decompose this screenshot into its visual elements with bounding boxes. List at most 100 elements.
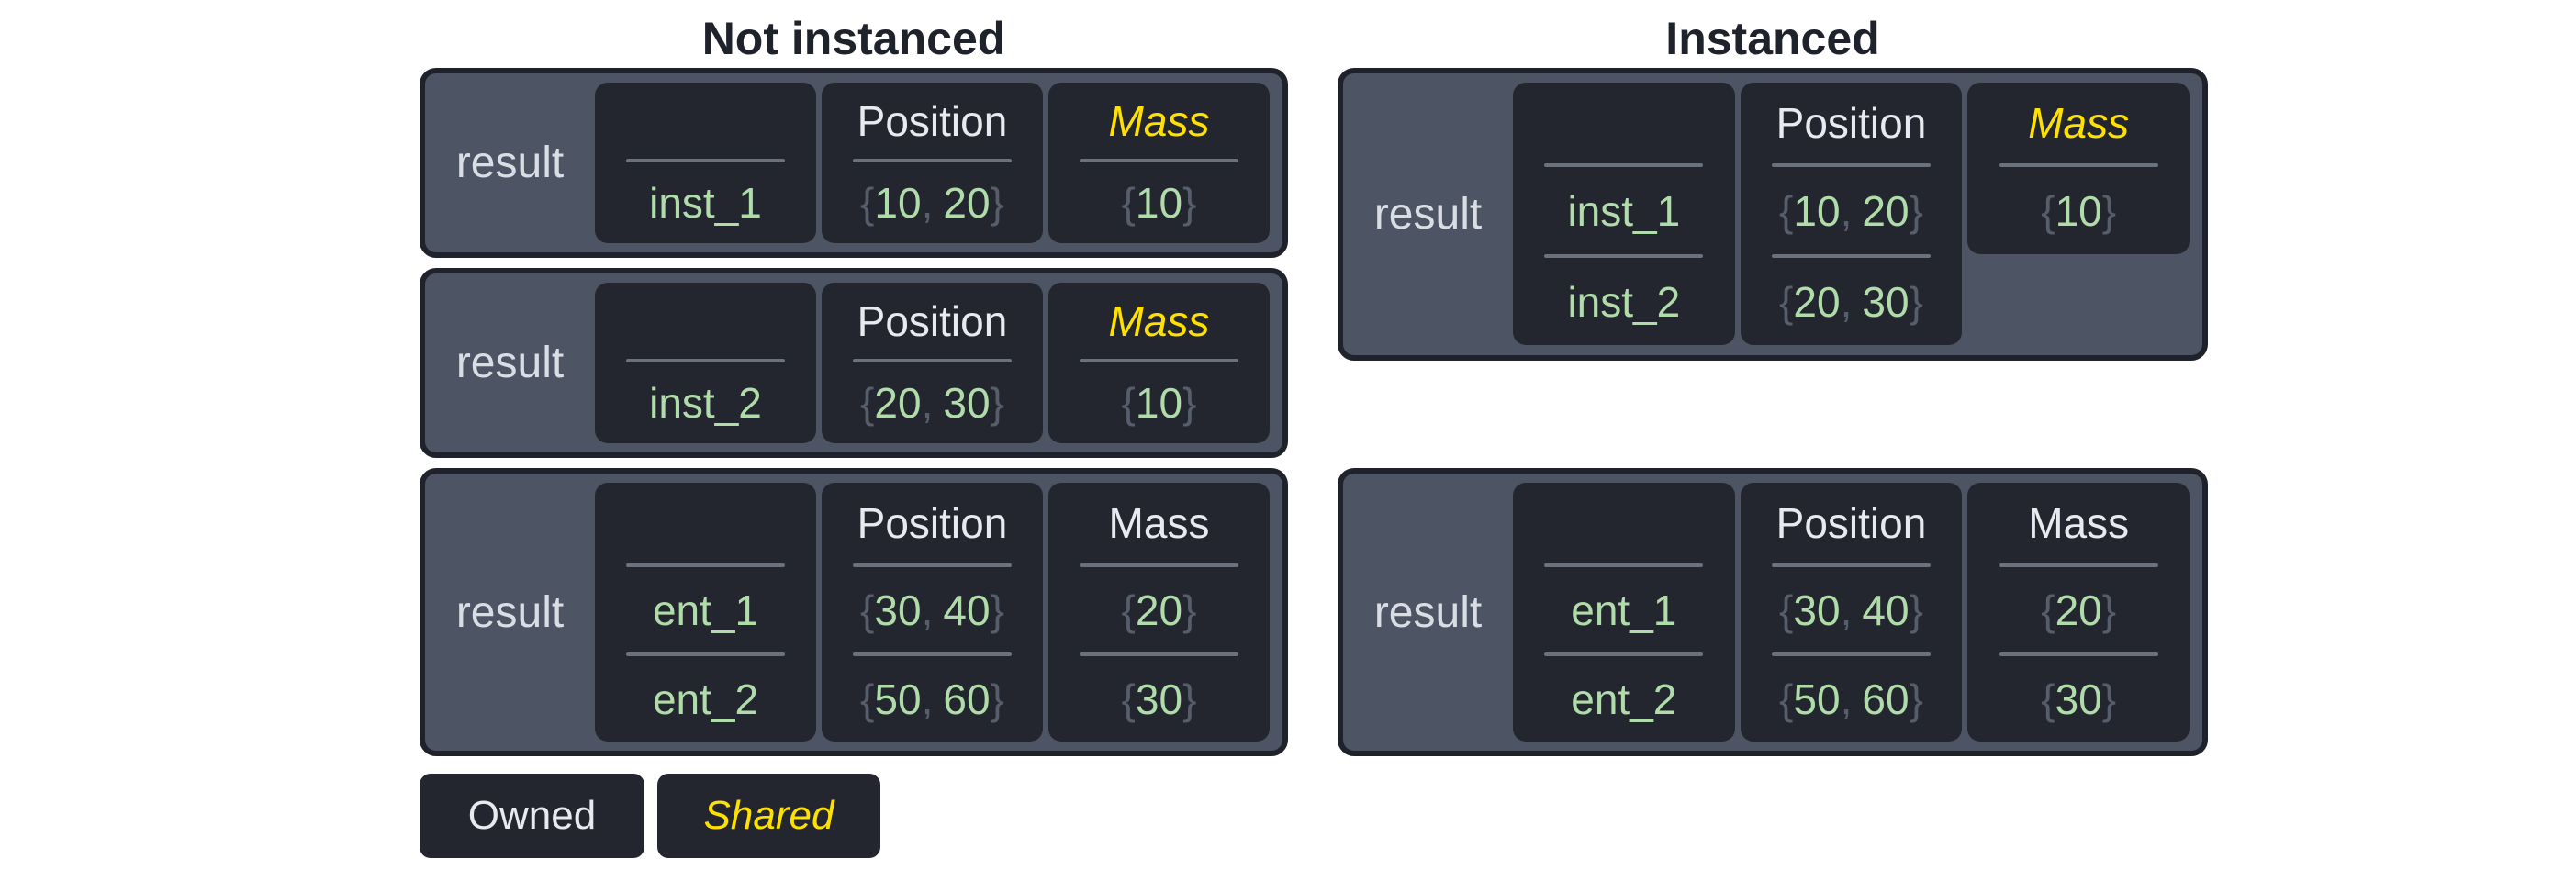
entity-cell: inst_1 [595,83,816,243]
position-cell: Position {10,20} {20,30} [1740,83,1963,345]
entity-name: ent_2 [604,656,807,742]
position-value: {30,40} [831,567,1034,652]
mass-value: {10} [1058,362,1260,443]
row-divider [1080,159,1238,163]
open-brace: { [860,379,875,428]
value-y: 30 [1862,277,1910,326]
mass-header-shared: Mass [2028,99,2130,147]
entity-header-empty [1522,83,1726,163]
value-y: 30 [943,379,991,428]
entity-name-text: ent_2 [1571,675,1677,723]
result-label: result [1373,587,1483,637]
mass-header-owned: Mass [2028,499,2130,548]
close-brace: } [1182,379,1197,428]
comma: , [1840,675,1853,723]
entity-name: inst_2 [1522,258,1726,345]
close-brace: } [990,179,1004,228]
comma: , [921,379,934,428]
legend-shared: Shared [657,774,880,858]
entity-name: ent_2 [1522,656,1726,742]
entity-name-text: inst_1 [1567,186,1681,235]
open-brace: { [2041,586,2055,634]
open-brace: { [1779,675,1794,723]
mass-value: {30} [1058,656,1260,742]
value-x: 20 [874,379,922,428]
close-brace: } [990,379,1004,428]
row-divider [626,652,785,657]
entity-name: inst_1 [604,162,807,243]
row-divider [853,563,1012,568]
row-divider [1080,652,1238,657]
close-brace: } [1909,675,1923,723]
value: 10 [1135,179,1183,228]
open-brace: { [1121,586,1136,634]
mass-value: {20} [1977,567,2180,652]
row-divider [626,159,785,163]
cell-group: inst_2 Position {20,30} Mass {10} [595,273,1282,452]
cell-group: ent_1 ent_2 Position {30,40} {50,60} [1513,474,2202,751]
result-box-not-instanced-1: result inst_1 Position {10,20} Mass [420,68,1288,258]
value: 10 [2055,186,2102,235]
row-divider [1080,359,1238,363]
comma: , [921,675,934,723]
value-y: 20 [943,179,991,228]
position-value: {20,30} [831,362,1034,443]
value: 10 [1135,379,1183,428]
position-value: {50,60} [1750,656,1954,742]
cell-group: ent_1 ent_2 Position {30,40} {50,60} [595,474,1282,751]
mass-header-shared: Mass [1108,296,1210,345]
position-cell: Position {20,30} [822,283,1043,443]
cell-group: inst_1 Position {10,20} Mass {10} [595,73,1282,252]
mass-cell: Mass {20} {30} [1048,483,1270,742]
comma: , [921,586,934,634]
close-brace: } [990,675,1004,723]
row-divider [626,563,785,568]
value-x: 30 [874,586,922,634]
value: 30 [1135,675,1183,723]
position-cell: Position {10,20} [822,83,1043,243]
position-header: Position [1775,99,1927,147]
row-divider [1772,652,1931,657]
entity-name: inst_1 [1522,167,1726,254]
open-brace: { [1121,379,1136,428]
value-y: 60 [1862,675,1910,723]
mass-value: {10} [1058,162,1260,243]
open-brace: { [1779,186,1794,235]
title-not-instanced: Not instanced [701,13,1006,64]
open-brace: { [860,586,875,634]
row-divider [1544,254,1704,258]
result-box-instanced-1: result inst_1 inst_2 Position {10,20} [1338,68,2208,361]
entity-cell: inst_1 inst_2 [1513,83,1735,345]
value-y: 20 [1862,186,1910,235]
comma: , [921,179,934,228]
value: 20 [2055,586,2102,634]
close-brace: } [1909,277,1923,326]
position-value: {30,40} [1750,567,1954,652]
position-value: {10,20} [831,162,1034,243]
row-divider [1999,563,2158,568]
open-brace: { [1779,586,1794,634]
value-y: 60 [943,675,991,723]
close-brace: } [2101,186,2117,235]
entity-header-empty [604,483,807,563]
value-x: 30 [1793,586,1841,634]
close-brace: } [2101,586,2117,634]
position-cell: Position {30,40} {50,60} [1740,483,1963,742]
position-value: {10,20} [1750,167,1954,254]
value-y: 40 [943,586,991,634]
close-brace: } [1909,586,1923,634]
position-header: Position [857,96,1008,145]
entity-header-empty [604,283,807,359]
entity-name-text: ent_1 [1571,586,1677,634]
close-brace: } [2101,675,2117,723]
comma: , [1840,277,1853,326]
row-divider [626,359,785,363]
value-x: 20 [1793,277,1841,326]
position-header: Position [857,499,1008,548]
row-divider [1772,254,1931,258]
mass-cell: Mass {20} {30} [1967,483,2190,742]
row-divider [1772,563,1931,568]
value-y: 40 [1862,586,1910,634]
value-x: 10 [1793,186,1841,235]
value: 30 [2055,675,2102,723]
